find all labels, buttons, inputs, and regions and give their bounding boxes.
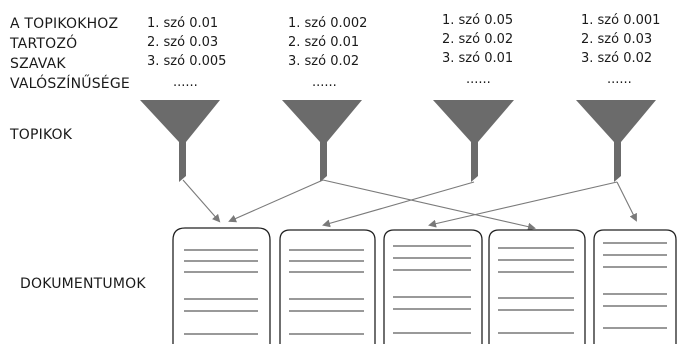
arrow-topic4-doc5 [616, 181, 637, 222]
topic-word: 2. szó 0.01 [288, 35, 360, 50]
arrow-topic2-doc1 [228, 179, 324, 223]
topic-word-list-3: 1. szó 0.05 2. szó 0.02 3. szó 0.01 ....… [442, 13, 513, 87]
arrow-topic4-doc3 [428, 181, 618, 228]
document-icon [172, 227, 271, 344]
topic-word: 1. szó 0.05 [442, 13, 514, 28]
document-icon [488, 229, 586, 344]
topic-word: 1. szó 0.002 [288, 16, 368, 31]
topic-word-more: ...... [607, 72, 632, 87]
header-label-line: TARTOZÓ [10, 36, 78, 52]
header-label-line: VALÓSZÍNŰSÉGE [10, 76, 130, 92]
topic-word: 3. szó 0.02 [288, 54, 360, 69]
document-icon [279, 229, 376, 344]
topics-label: TOPIKOK [10, 127, 73, 143]
topic-word: 2. szó 0.02 [442, 32, 514, 47]
funnel-icon [576, 100, 656, 182]
funnel-icon [282, 100, 362, 182]
document-icon [383, 229, 483, 344]
topic-word-more: ...... [173, 75, 198, 90]
header-label-line: A TOPIKOKHOZ [10, 16, 119, 32]
topic-word: 1. szó 0.001 [581, 13, 661, 28]
topic-word: 3. szó 0.01 [442, 51, 514, 66]
topic-word: 2. szó 0.03 [147, 35, 219, 50]
arrow-topic1-doc1 [182, 179, 221, 223]
documents-label: DOKUMENTUMOK [20, 276, 146, 292]
header-label: A TOPIKOKHOZ TARTOZÓ SZAVAK VALÓSZÍNŰSÉG… [10, 14, 130, 94]
funnel-icon [433, 100, 514, 182]
arrow-topic2-doc4 [322, 179, 536, 231]
arrow-topic3-doc2 [322, 181, 475, 228]
topic-word: 1. szó 0.01 [147, 16, 219, 31]
topic-word-list-2: 1. szó 0.002 2. szó 0.01 3. szó 0.02 ...… [288, 16, 367, 90]
document-icon [593, 229, 677, 344]
header-label-line: SZAVAK [10, 56, 66, 72]
topic-word: 2. szó 0.03 [581, 32, 653, 47]
funnel-icon [140, 100, 220, 182]
topic-word-more: ...... [312, 75, 337, 90]
topic-word: 3. szó 0.02 [581, 51, 653, 66]
topic-word-more: ...... [466, 72, 491, 87]
topic-word: 3. szó 0.005 [147, 54, 227, 69]
topic-word-list-1: 1. szó 0.01 2. szó 0.03 3. szó 0.005 ...… [147, 16, 226, 90]
topic-word-list-4: 1. szó 0.001 2. szó 0.03 3. szó 0.02 ...… [581, 13, 660, 87]
